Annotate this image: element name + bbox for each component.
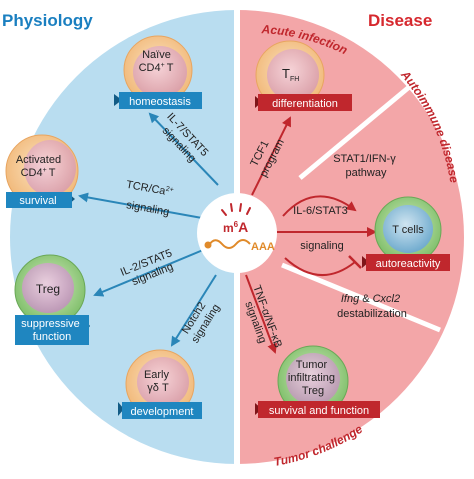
treg-cell: Treg	[14, 254, 86, 326]
svg-text:homeostasis: homeostasis	[129, 96, 191, 108]
arrow-stat1	[282, 195, 357, 217]
svg-text:Tumor infiltrating: Tumor infiltrating Treg	[288, 359, 338, 397]
svg-text:differentiation: differentiation	[272, 98, 338, 110]
svg-text:survival: survival	[19, 195, 56, 207]
svg-text:m6A: m6A	[223, 219, 248, 235]
svg-text:autoreactivity: autoreactivity	[376, 258, 441, 270]
arrow-tcf1	[251, 116, 291, 196]
naive-cd4-cell: Naïve CD4+T	[123, 35, 193, 105]
notch2-signal-label: Notch2 signaling	[178, 295, 222, 345]
svg-text:Activated CD4+T: Activated CD4+T	[16, 154, 64, 179]
development-badge: development	[118, 402, 202, 419]
svg-text:suppressive function: suppressive function	[21, 318, 83, 343]
differentiation-badge: differentiation	[255, 94, 352, 111]
destabilization-label: Ifng&Cxcl2 destabilization	[337, 293, 407, 320]
arrow-tcr	[78, 192, 203, 219]
svg-text:TFH: TFH	[282, 66, 299, 83]
early-gd-t-cell: Early γδ T	[125, 349, 195, 419]
physiology-half	[10, 10, 237, 464]
survival-and-function-badge: survival and function	[255, 401, 380, 418]
m6a-center: m6A AAA	[197, 193, 277, 273]
svg-text:Naïve CD4+T: Naïve CD4+T	[139, 49, 174, 74]
homeostasis-badge: homeostasis	[114, 92, 202, 109]
mrna-strand-icon	[208, 239, 251, 249]
stat1-pathway-label: STAT1/IFN-γ pathway	[333, 153, 399, 179]
arrow-tnf	[245, 274, 277, 354]
survival-badge: survival	[6, 192, 75, 208]
svg-text:survival and function: survival and function	[269, 405, 369, 417]
tumor-treg-cell: Tumor infiltrating Treg	[277, 345, 349, 417]
divider-tumor	[281, 262, 441, 333]
svg-text:Early γδ T: Early γδ T	[144, 369, 172, 394]
disease-title: Disease	[368, 11, 432, 30]
activated-cd4-cell: Activated CD4+T	[5, 134, 79, 208]
arrow-il7	[148, 112, 219, 186]
il6-signal-label: IL-6/STAT3 signaling	[293, 205, 351, 252]
svg-text:AAA: AAA	[251, 241, 275, 253]
arrow-il2	[93, 249, 204, 297]
m6a-burst-icon	[221, 203, 251, 216]
suppressive-function-badge: suppressive function	[15, 315, 90, 345]
tfh-cell: TFH	[255, 40, 325, 110]
svg-text:Treg: Treg	[36, 282, 60, 296]
t-cells-cell: T cells	[374, 196, 442, 264]
inhibit-bar	[348, 255, 362, 269]
divider-acute	[298, 76, 422, 180]
svg-text:development: development	[131, 406, 194, 418]
svg-text:T cells: T cells	[392, 224, 424, 236]
physiology-title: Physiology	[2, 11, 93, 30]
arrow-notch2	[170, 274, 217, 347]
disease-half	[237, 10, 464, 464]
autoreactivity-badge: autoreactivity	[362, 254, 450, 271]
inhibit-line	[284, 257, 356, 276]
